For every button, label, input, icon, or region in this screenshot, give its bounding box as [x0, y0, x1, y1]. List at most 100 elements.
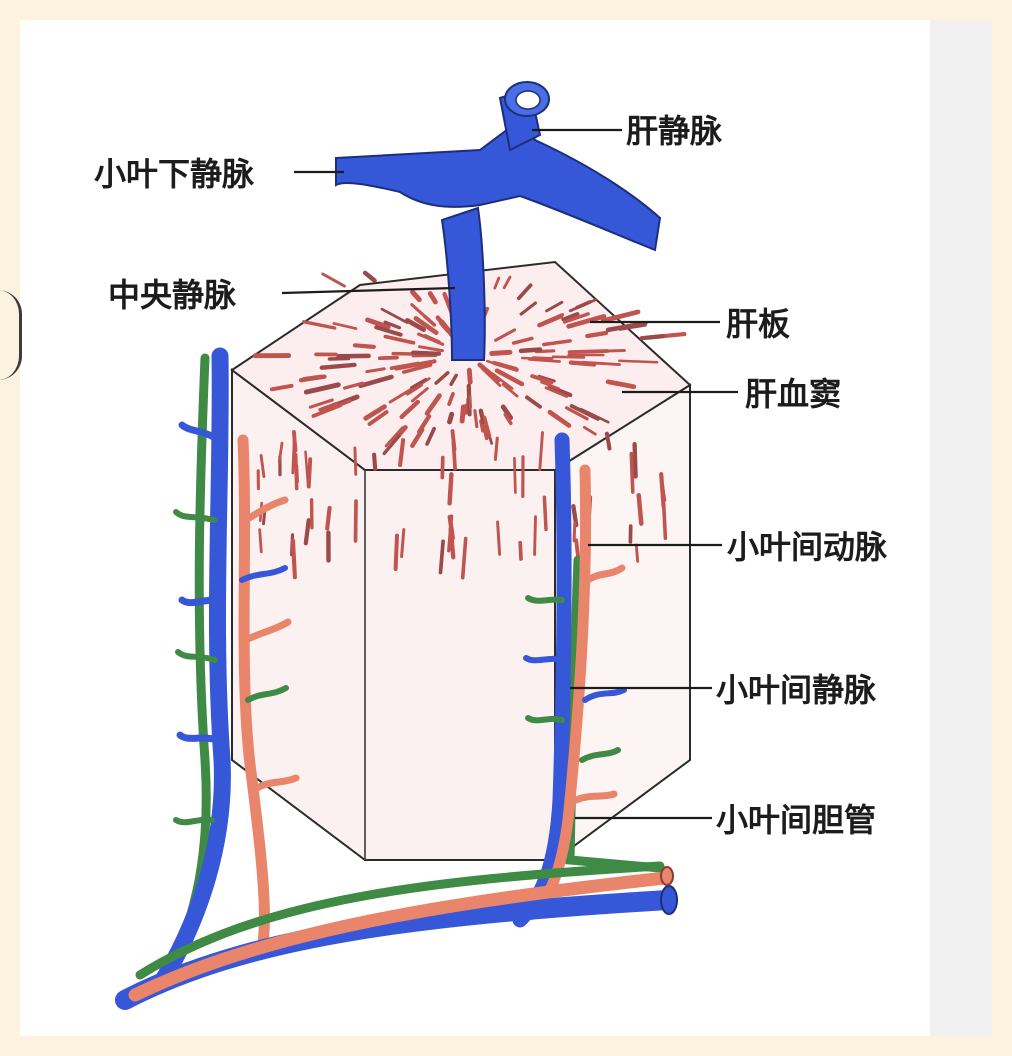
- hepatic-plate-streak: [604, 431, 612, 451]
- left-portal-triad: [151, 347, 300, 994]
- labels: 肝静脉 小叶下静脉 中央静脉 肝板 肝血窦 小叶间动脉 小叶间静脉 小叶间胆管: [94, 112, 888, 839]
- hepatic-plate-streak: [605, 379, 637, 390]
- hepatic-plate-streak: [372, 452, 378, 471]
- hepatic-plate-streak: [501, 382, 519, 398]
- hepatic-plate-streak: [634, 543, 640, 563]
- hepatic-plate-streak: [568, 360, 597, 367]
- hepatic-plate-streak: [319, 362, 357, 370]
- hepatic-plate-streak: [304, 450, 310, 488]
- hepatic-plate-streak: [306, 457, 313, 489]
- hepatic-plate-streak: [358, 374, 394, 389]
- hepatic-plate-streak: [582, 425, 597, 436]
- hepatic-plate-streak: [478, 408, 486, 425]
- hepatic-plate-streak: [410, 303, 430, 321]
- hepatic-plate-streak: [547, 384, 573, 398]
- right-branches: [523, 564, 627, 804]
- central-vein: [440, 206, 486, 361]
- hepatic-plate-streak: [332, 322, 358, 330]
- hepatic-plate-streak: [343, 381, 365, 390]
- hepatic-plate-streak: [383, 334, 416, 345]
- hepatic-plate-streak: [434, 371, 450, 385]
- draining-veins: [335, 81, 662, 361]
- hepatic-plate-streak: [533, 515, 537, 556]
- hepatic-plate-streak: [365, 367, 386, 374]
- hepatic-plate-streak: [530, 374, 554, 385]
- hepatic-plate-streak: [449, 373, 458, 386]
- hepatic-plate-streak: [636, 492, 644, 526]
- bottom-bile-duct: [135, 861, 665, 980]
- hepatic-plate-streak: [302, 320, 337, 330]
- leader-central-vein: [281, 286, 456, 295]
- hepatic-plate-streak: [362, 270, 377, 283]
- hepatic-plate-streak: [367, 410, 389, 426]
- hepatic-plate-streak: [425, 426, 436, 446]
- label-interlobular-bile-duct: 小叶间胆管: [716, 801, 876, 839]
- hepatic-plate-streak: [451, 440, 457, 471]
- hepatic-plate-streak: [545, 300, 564, 313]
- hepatic-plate-streak: [413, 316, 439, 336]
- hepatic-plate-streak: [459, 404, 466, 424]
- hepatic-plate-streak: [410, 387, 429, 403]
- hepatic-plate-streak: [418, 345, 444, 353]
- hepatic-plate-streak: [494, 328, 517, 342]
- hepatic-plate-streak: [513, 457, 517, 494]
- hepatic-plate-streak: [538, 431, 544, 472]
- hepatic-plate-streak: [518, 540, 523, 561]
- hepatic-plate-streak: [393, 533, 399, 571]
- hepatic-plate-streak: [518, 347, 543, 354]
- hepatic-plate-streak: [447, 514, 454, 553]
- hepatic-plate-streak: [405, 318, 426, 332]
- label-interlobular-vein: 小叶间静脉: [716, 671, 877, 709]
- hepatic-plate-streak: [410, 289, 422, 303]
- hepatic-plate-streak: [466, 367, 473, 385]
- hepatic-plate-streak: [496, 361, 518, 370]
- left-edge-arc: [0, 290, 22, 380]
- hepatic-plate-streak: [318, 401, 339, 412]
- hepatic-plate-streak: [311, 403, 343, 418]
- hepatic-plate-streak: [568, 298, 597, 313]
- hepatic-plate-streak: [600, 309, 641, 324]
- hepatic-plate-streak: [632, 441, 638, 479]
- hepatic-plate-streak: [321, 272, 346, 288]
- hepatic-plate-streak: [537, 374, 556, 383]
- hepatic-plate-streak: [473, 409, 479, 429]
- hepatic-plate-streak: [290, 538, 297, 580]
- hepatic-plate-streak: [493, 436, 499, 461]
- hepatic-plate-streak: [327, 356, 351, 361]
- hepatic-plate-streak: [544, 386, 569, 398]
- bottom-artery: [128, 871, 672, 1002]
- hepatic-plate-streak: [269, 383, 294, 392]
- label-interlobular-artery: 小叶间动脉: [727, 528, 888, 566]
- hepatic-plate-streak: [411, 350, 442, 356]
- hepatic-plate-streak: [382, 434, 401, 456]
- hepatic-plate-streak: [302, 374, 323, 381]
- bottom-vein-end: [660, 885, 678, 915]
- left-interlobular-vein: [151, 347, 231, 994]
- hepatic-plate-streak: [259, 454, 266, 479]
- hepatic-plate-streak: [383, 320, 401, 330]
- hepatic-plate-streak: [438, 539, 445, 575]
- hepatic-plate-streak: [308, 398, 334, 409]
- sublobular-vein: [335, 118, 662, 252]
- label-central-vein: 中央静脉: [108, 276, 237, 314]
- bottom-artery-end: [660, 866, 674, 886]
- side-strip: [930, 20, 992, 1036]
- label-hepatic-sinusoid: 肝血窦: [745, 375, 841, 413]
- hepatic-plate-streak: [489, 349, 513, 356]
- hepatic-plate-streak: [639, 334, 666, 341]
- hepatic-plate-streak: [417, 332, 445, 346]
- hepatic-plate-streak: [417, 414, 432, 434]
- hepatic-plate-streak: [384, 426, 404, 448]
- hepatic-plate-streak: [325, 505, 332, 531]
- hepatic-plate-streak: [525, 395, 542, 409]
- label-hepatic-plate: 肝板: [726, 305, 790, 343]
- hepatic-plate-streak: [447, 411, 455, 425]
- hepatic-plate-streak: [572, 521, 577, 543]
- hepatic-plate-streak: [388, 388, 412, 404]
- hepatic-plate-streak: [547, 409, 572, 428]
- hepatic-vein-lumen: [515, 90, 541, 110]
- label-sublobular-vein: 小叶下静脉: [94, 155, 255, 193]
- hepatic-plate-streak: [567, 349, 610, 354]
- hepatic-plate-streak: [605, 320, 648, 333]
- hepatic-plate-streak: [435, 315, 454, 337]
